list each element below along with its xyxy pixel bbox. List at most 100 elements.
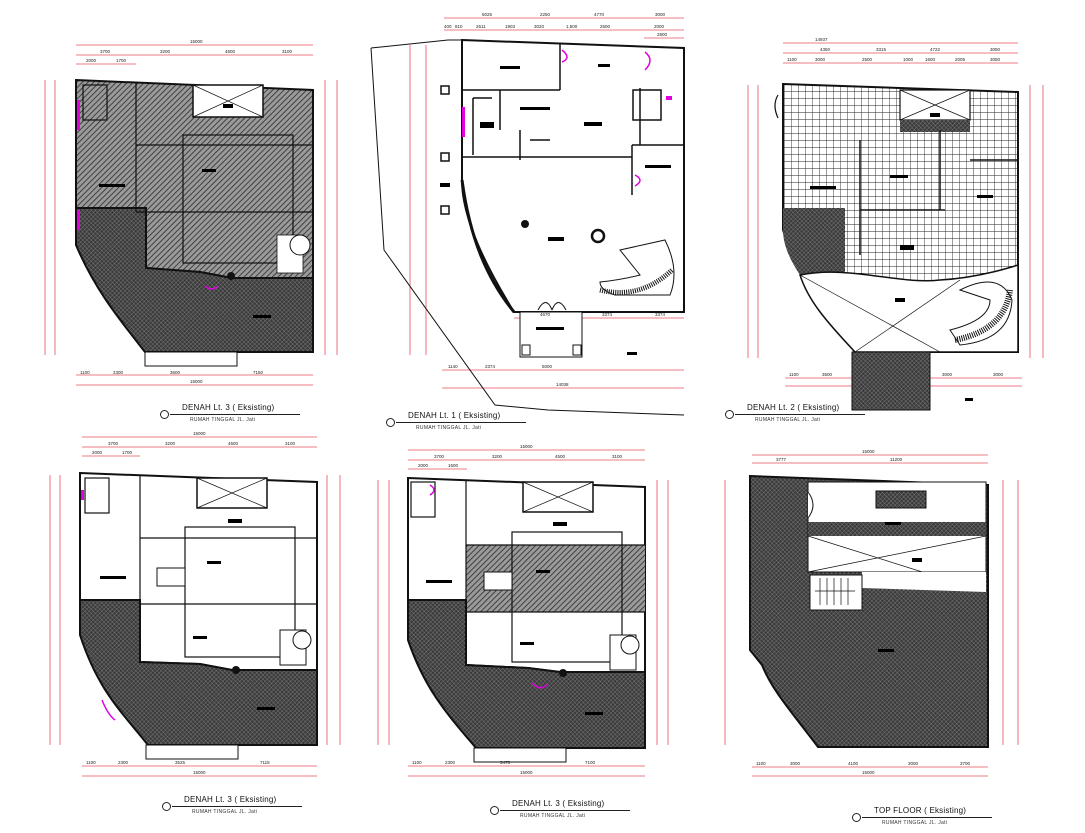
svg-text:3000: 3000	[655, 12, 666, 17]
plan-subtitle: RUMAH TINGGAL JL. Jati	[416, 425, 482, 431]
plan-title-block: DENAH Lt. 2 ( Eksisting) RUMAH TINGGAL J…	[725, 403, 925, 430]
svg-text:2500: 2500	[862, 57, 873, 62]
dim-total-bottom: 15000	[190, 379, 203, 384]
svg-text:3050: 3050	[990, 47, 1001, 52]
svg-text:7100: 7100	[585, 760, 596, 765]
svg-text:1,500: 1,500	[566, 24, 578, 29]
svg-text:2300: 2300	[113, 370, 124, 375]
plan-title-block: DENAH Lt. 3 ( Eksisting) RUMAH TINGGAL J…	[160, 403, 360, 430]
svg-text:810: 810	[455, 24, 463, 29]
svg-text:1100: 1100	[787, 57, 797, 62]
svg-text:1600: 1600	[925, 57, 936, 62]
svg-text:2000: 2000	[654, 24, 665, 29]
svg-text:3700: 3700	[100, 49, 111, 54]
svg-text:2300: 2300	[118, 760, 129, 765]
svg-text:4500: 4500	[228, 441, 239, 446]
svg-text:3475: 3475	[500, 760, 511, 765]
dim-total-top: 15000	[190, 39, 203, 44]
plan-title-block: DENAH Lt. 3 ( Eksisting) RUMAH TINGGAL J…	[490, 799, 690, 826]
svg-text:15000: 15000	[193, 770, 206, 775]
svg-text:2800: 2800	[657, 32, 668, 37]
section-marker-icon	[852, 813, 861, 822]
svg-text:3200: 3200	[160, 49, 171, 54]
svg-text:3600: 3600	[170, 370, 181, 375]
svg-text:4350: 4350	[820, 47, 831, 52]
svg-text:7150: 7150	[253, 370, 264, 375]
svg-text:1140: 1140	[448, 364, 458, 369]
svg-text:2374: 2374	[485, 364, 496, 369]
title-underline	[172, 806, 302, 807]
svg-text:2000: 2000	[418, 463, 429, 468]
plan-subtitle: RUMAH TINGGAL JL. Jati	[520, 813, 586, 819]
plan-title-block: DENAH Lt. 3 ( Eksisting) RUMAH TINGGAL J…	[162, 795, 362, 822]
svg-text:1903: 1903	[505, 24, 516, 29]
plan-title: TOP FLOOR ( Eksisting)	[874, 806, 967, 815]
svg-text:4722: 4722	[930, 47, 941, 52]
section-marker-icon	[490, 806, 499, 815]
svg-text:3000: 3000	[815, 57, 826, 62]
svg-text:2611: 2611	[476, 24, 486, 29]
svg-text:15000: 15000	[193, 431, 206, 436]
svg-text:3100: 3100	[282, 49, 293, 54]
svg-text:15000: 15000	[520, 770, 533, 775]
svg-text:400: 400	[444, 24, 452, 29]
svg-text:3200: 3200	[492, 454, 503, 459]
svg-text:4500: 4500	[555, 454, 566, 459]
svg-text:15000: 15000	[862, 449, 875, 454]
plan-title-block: DENAH Lt. 1 ( Eksisting) RUMAH TINGGAL J…	[386, 411, 586, 438]
plan-subtitle: RUMAH TINGGAL JL. Jati	[192, 809, 258, 815]
svg-text:2000: 2000	[92, 450, 103, 455]
svg-text:5025: 5025	[482, 12, 493, 17]
svg-text:3000: 3000	[790, 761, 801, 766]
svg-text:15000: 15000	[520, 444, 533, 449]
svg-text:3020: 3020	[534, 24, 545, 29]
section-marker-icon	[386, 418, 395, 427]
svg-text:1100: 1100	[789, 372, 799, 377]
svg-text:3000: 3000	[908, 761, 919, 766]
svg-text:14937: 14937	[815, 37, 828, 42]
title-underline	[396, 422, 526, 423]
svg-text:5000: 5000	[542, 364, 553, 369]
svg-text:1100: 1100	[80, 370, 90, 375]
svg-text:4770: 4770	[594, 12, 605, 17]
title-underline	[735, 414, 865, 415]
svg-text:3700: 3700	[108, 441, 119, 446]
svg-text:4500: 4500	[225, 49, 236, 54]
title-underline	[500, 810, 630, 811]
svg-text:3374: 3374	[602, 312, 613, 317]
svg-text:3000: 3000	[993, 372, 1004, 377]
svg-text:3777: 3777	[776, 457, 787, 462]
svg-text:2300: 2300	[445, 760, 456, 765]
svg-text:4100: 4100	[848, 761, 859, 766]
plan-subtitle: RUMAH TINGGAL JL. Jati	[755, 417, 821, 423]
section-marker-icon	[162, 802, 171, 811]
svg-text:11200: 11200	[890, 457, 903, 462]
svg-text:3525: 3525	[175, 760, 186, 765]
svg-text:3374: 3374	[655, 312, 666, 317]
svg-text:1700: 1700	[122, 450, 133, 455]
title-underline	[170, 414, 300, 415]
svg-text:1000: 1000	[903, 57, 914, 62]
plan-title: DENAH Lt. 3 ( Eksisting)	[184, 795, 277, 804]
svg-text:2250: 2250	[540, 12, 551, 17]
svg-text:1100: 1100	[412, 760, 422, 765]
svg-text:2000: 2000	[86, 58, 97, 63]
dim-total-bottom: 14038	[556, 382, 569, 387]
section-marker-icon	[160, 410, 169, 419]
svg-text:1100: 1100	[756, 761, 766, 766]
svg-text:3315: 3315	[876, 47, 887, 52]
section-marker-icon	[725, 410, 734, 419]
svg-text:3050: 3050	[990, 57, 1001, 62]
svg-text:1500: 1500	[448, 463, 459, 468]
svg-text:15000: 15000	[862, 770, 875, 775]
svg-text:3100: 3100	[285, 441, 296, 446]
plan-title: DENAH Lt. 3 ( Eksisting)	[512, 799, 605, 808]
plan-title: DENAH Lt. 3 ( Eksisting)	[182, 403, 275, 412]
